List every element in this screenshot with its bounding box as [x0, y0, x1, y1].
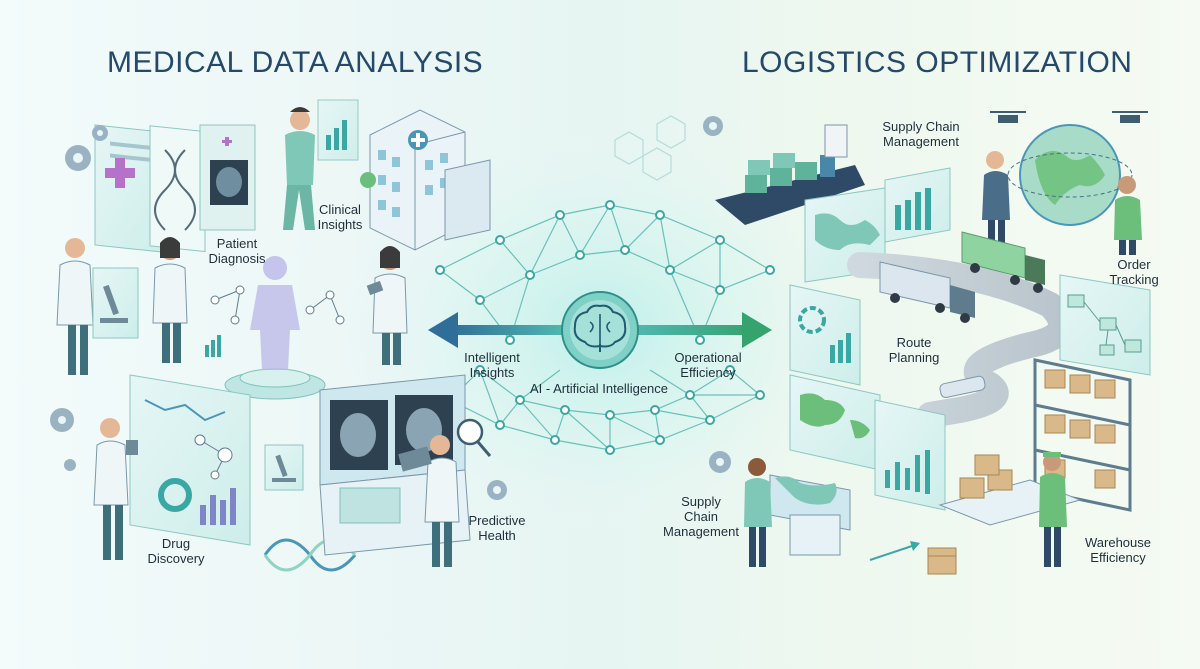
nurse-figure [152, 237, 188, 363]
hexagon-pattern [614, 115, 686, 181]
microscope-icon [100, 284, 128, 323]
medical-cross-icon [105, 158, 135, 188]
route-analytics-panel [789, 284, 861, 386]
label-order-tracking: Order Tracking [1109, 257, 1159, 287]
drone-icon [990, 111, 1148, 123]
courier-figure [1114, 176, 1142, 255]
road [847, 252, 1075, 428]
bar-chart-panel [884, 167, 951, 243]
warehouse-worker-figure [1039, 452, 1067, 567]
label-intelligent-insights: Intelligent Insights [464, 350, 520, 380]
gear-icon [50, 125, 507, 500]
globe-icon [1007, 124, 1133, 226]
doctor-figure-left [56, 238, 139, 375]
box-icon [959, 454, 1013, 499]
data-nodes-graph [205, 285, 345, 357]
box-icon [927, 547, 957, 575]
ship-icon [715, 124, 865, 225]
hospital-icon [360, 109, 491, 251]
label-drug-discovery: Drug Discovery [147, 536, 205, 566]
dna-icon [154, 149, 196, 231]
arrow-right-operational-efficiency [637, 312, 772, 348]
label-warehouse-efficiency: Warehouse Efficiency [1085, 535, 1151, 565]
network-nodes [435, 200, 775, 455]
drug-discovery-panel [129, 374, 251, 546]
microscope-icon [264, 444, 304, 491]
doctor-figure-workstation [398, 435, 460, 567]
warehouse-shelves [1033, 358, 1132, 512]
operator-figure [744, 458, 772, 567]
van-icon [939, 375, 986, 398]
truck-icon [879, 261, 975, 323]
label-route-planning: Route Planning [888, 335, 940, 365]
label-clinical-insights: Clinical Insights [317, 202, 363, 232]
label-operational-efficiency: Operational Efficiency [674, 350, 742, 380]
magnifier-icon [456, 418, 492, 457]
researcher-figure [93, 418, 138, 560]
logistics-section-title: LOGISTICS OPTIMIZATION [742, 46, 1133, 79]
flow-arrow [869, 541, 920, 561]
order-tracking-flow-panel [1059, 274, 1151, 376]
human-body-hologram [224, 256, 326, 400]
label-predictive-health: Predictive Health [468, 513, 526, 543]
world-map-panel [789, 374, 881, 471]
logistics-manager-figure [982, 151, 1010, 255]
doctor-figure-tablet [366, 246, 408, 365]
truck-icon [961, 231, 1045, 293]
label-patient-diagnosis: Patient Diagnosis [208, 236, 266, 266]
medical-record-panels [94, 124, 256, 253]
label-ai-core: AI - Artificial Intelligence [530, 381, 669, 396]
doctor-figure-clinical [283, 99, 359, 230]
line-chart-panel [874, 399, 946, 511]
map-table [769, 474, 851, 556]
medical-section-title: MEDICAL DATA ANALYSIS [107, 46, 484, 79]
label-supply-chain-bottom: Supply Chain Management [663, 494, 739, 539]
gear-icon [703, 116, 731, 473]
brain-icon [561, 291, 639, 369]
arrow-left-intelligent-insights [428, 312, 563, 348]
label-supply-chain-top: Supply Chain Management [882, 119, 960, 149]
